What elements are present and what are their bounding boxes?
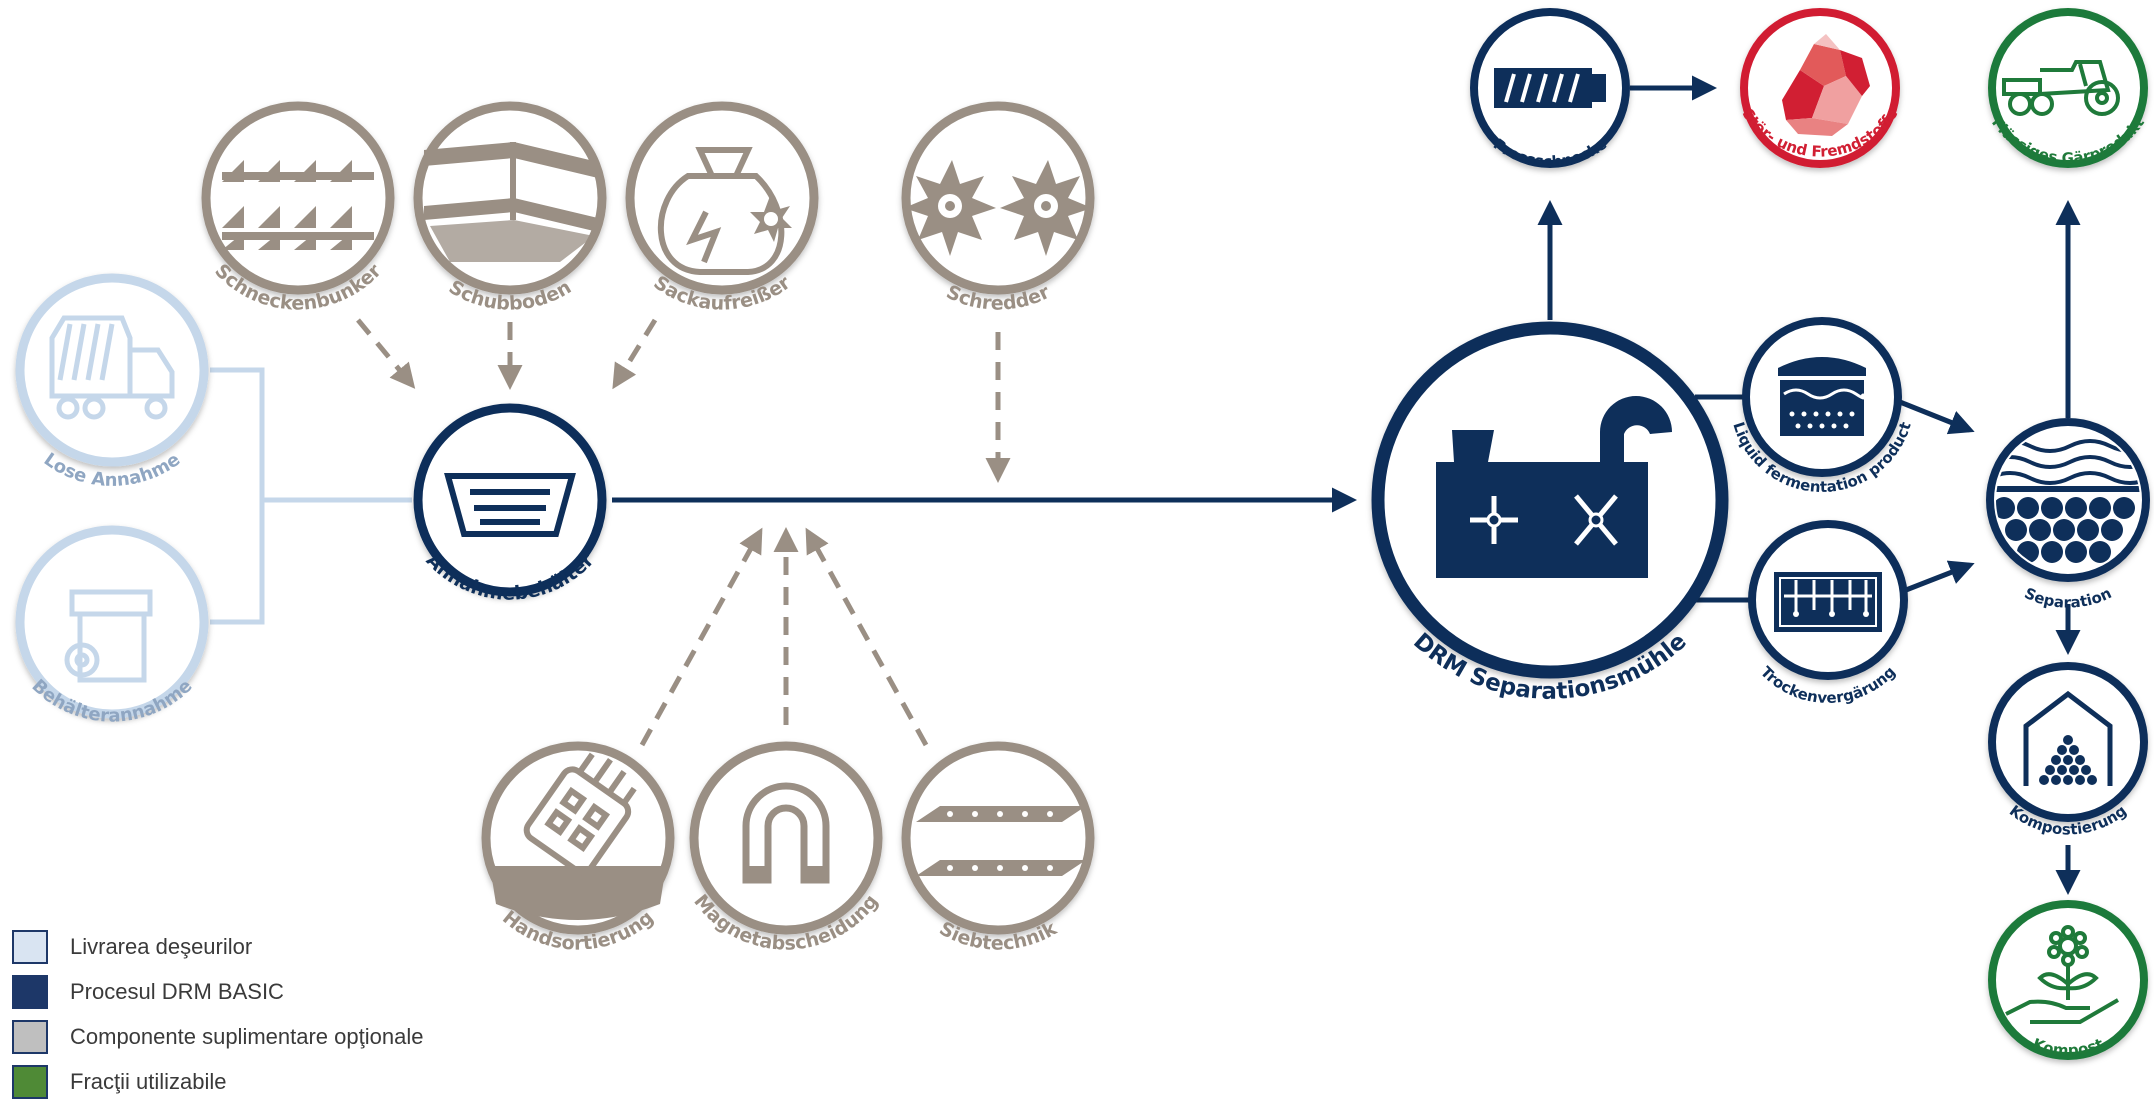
legend: Livrarea deşeurilor Procesul DRM BASIC C…	[12, 924, 423, 1104]
bin-icon	[64, 589, 153, 683]
screen-sieve-icon	[916, 806, 1086, 876]
node-kompostierung: Kompostierung	[1988, 662, 2148, 839]
node-pressschnecke: Pressschnecke	[1470, 8, 1630, 171]
bag-opener-icon	[657, 147, 785, 275]
delivery-bracket-line	[210, 367, 412, 625]
handsortierung-arrow	[639, 527, 763, 747]
legend-swatch	[12, 929, 48, 964]
glove-icon	[490, 752, 666, 920]
screw-conveyor-icon	[222, 160, 374, 250]
legend-label: Componente suplimentare opţionale	[70, 1023, 424, 1049]
node-lose-annahme: Lose Annahme	[15, 273, 209, 491]
legend-item-delivery: Livrarea deşeurilor	[12, 924, 423, 969]
node-behaelterannahme: Behälterannahme	[15, 525, 209, 727]
node-schredder: Schredder	[901, 101, 1095, 315]
magnet-icon	[742, 782, 830, 884]
legend-label: Procesul DRM BASIC	[70, 978, 284, 1004]
svg-text:Separation: Separation	[2022, 584, 2115, 612]
legend-swatch	[12, 1064, 48, 1099]
liquid-to-separation-arrow	[1899, 399, 1975, 435]
separation-layers-icon	[1996, 439, 2140, 563]
schneckenbunker-arrow	[356, 318, 416, 389]
node-trockenvergaerung: Trockenvergärung	[1748, 520, 1908, 707]
sackaufreisser-arrow	[612, 318, 658, 390]
node-sackaufreisser: Sackaufreißer	[625, 101, 819, 315]
legend-label: Livrarea deşeurilor	[70, 933, 253, 959]
composting-hall-icon	[2023, 690, 2113, 786]
hopper-icon	[444, 473, 576, 537]
dry-fermentation-icon	[1774, 572, 1882, 632]
node-separation: Separation	[1986, 418, 2150, 612]
node-kompost: Kompost	[1988, 900, 2148, 1060]
legend-item-usable: Fracţii utilizabile	[12, 1059, 423, 1104]
legend-swatch	[12, 974, 48, 1009]
node-stoer-fremdstoffe: Stör- und Fremdstoffe	[1738, 8, 1902, 168]
press-screw-icon	[1494, 68, 1606, 108]
fermenter-tank-icon	[1778, 357, 1866, 436]
hand-flower-icon	[2005, 925, 2120, 1024]
node-schubboden: Schubboden	[413, 101, 607, 315]
walking-floor-icon	[424, 142, 598, 262]
legend-item-drm-basic: Procesul DRM BASIC	[12, 969, 423, 1014]
debris-pile-icon	[1782, 34, 1870, 136]
siebtechnik-arrow	[805, 527, 929, 747]
trocken-to-separation-arrow	[1905, 560, 1975, 593]
shredder-blades-icon	[904, 160, 1092, 256]
node-liquid-fermentation: Liquid fermentation product	[1729, 317, 1915, 496]
label-separation: Separation	[2022, 584, 2115, 612]
blade-icon	[750, 196, 792, 242]
truck-icon	[49, 315, 175, 420]
tractor-icon	[2002, 60, 2120, 116]
node-annahmebehaelter: Annahmebehälter	[413, 403, 607, 605]
node-drm-separationsmuehle: DRM Separationsmühle	[1371, 321, 1729, 705]
connectors	[210, 75, 2081, 895]
node-magnetabscheidung: Magnetabscheidung	[689, 741, 883, 955]
node-fluessiges-gaerprodukt: Flüssiges Gärprodukt	[1988, 8, 2148, 168]
legend-swatch	[12, 1019, 48, 1054]
separation-mill-icon	[1436, 396, 1672, 578]
node-handsortierung: Handsortierung	[481, 741, 675, 955]
node-schneckenbunker: Schneckenbunker	[201, 101, 395, 315]
legend-label: Fracţii utilizabile	[70, 1068, 227, 1094]
node-siebtechnik: Siebtechnik	[901, 741, 1095, 955]
legend-item-optional: Componente suplimentare opţionale	[12, 1014, 423, 1059]
